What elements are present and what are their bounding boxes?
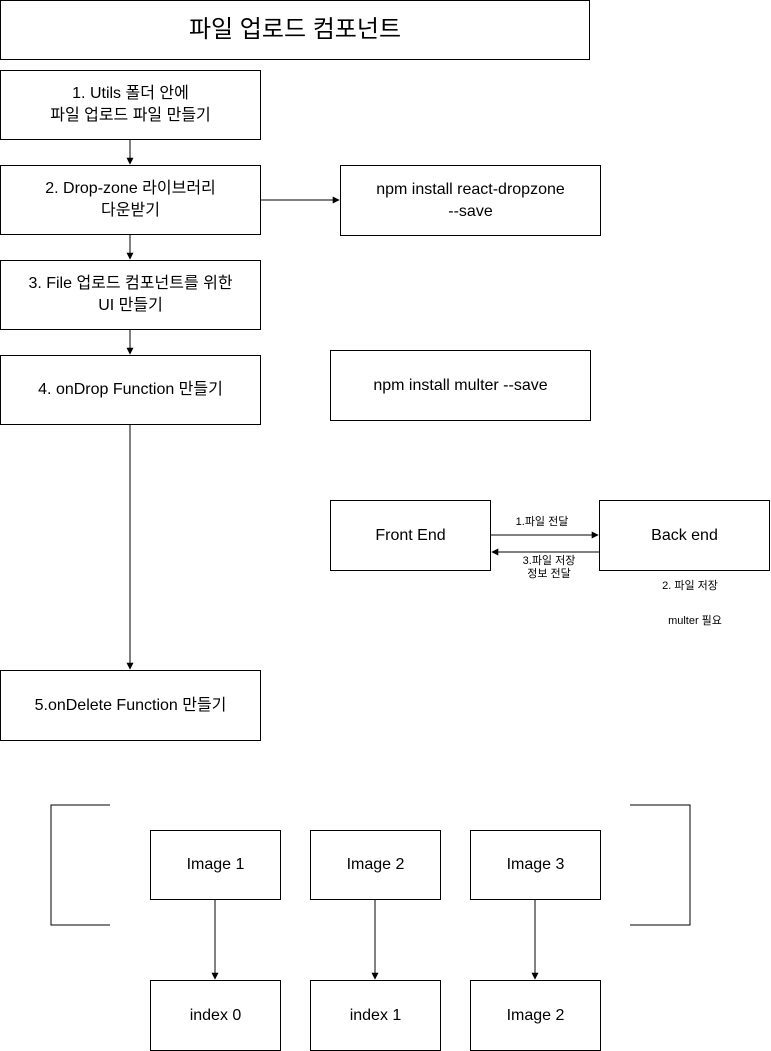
save-file-note: 2. 파일 저장 <box>662 580 718 592</box>
right-bracket <box>630 804 691 926</box>
left-bracket <box>50 804 110 926</box>
step-4-box: 4. onDrop Function 만들기 <box>0 355 261 425</box>
step-3-box: 3. File 업로드 컴포넌트를 위한 UI 만들기 <box>0 260 261 330</box>
image-1-box: Image 1 <box>150 830 281 900</box>
multer-required-note: multer 필요 <box>668 615 722 627</box>
image-2-box: Image 2 <box>310 830 441 900</box>
step-5-box: 5.onDelete Function 만들기 <box>0 670 261 741</box>
front-end-box: Front End <box>330 500 491 571</box>
step-2-box: 2. Drop-zone 라이브러리 다운받기 <box>0 165 261 235</box>
send-file-label: 1.파일 전달 <box>515 516 569 528</box>
index-0-box: index 0 <box>150 980 281 1051</box>
back-end-box: Back end <box>599 500 770 571</box>
image-3-box: Image 3 <box>470 830 601 900</box>
return-info-label: 3.파일 저장 정보 전달 <box>522 555 576 580</box>
npm-multer-box: npm install multer --save <box>330 350 591 421</box>
index-1-box: index 1 <box>310 980 441 1051</box>
diagram-title: 파일 업로드 컴포넌트 <box>0 0 590 60</box>
step-1-box: 1. Utils 폴더 안에 파일 업로드 파일 만들기 <box>0 70 261 140</box>
index-2-box: Image 2 <box>470 980 601 1051</box>
npm-dropzone-box: npm install react-dropzone --save <box>340 165 601 236</box>
